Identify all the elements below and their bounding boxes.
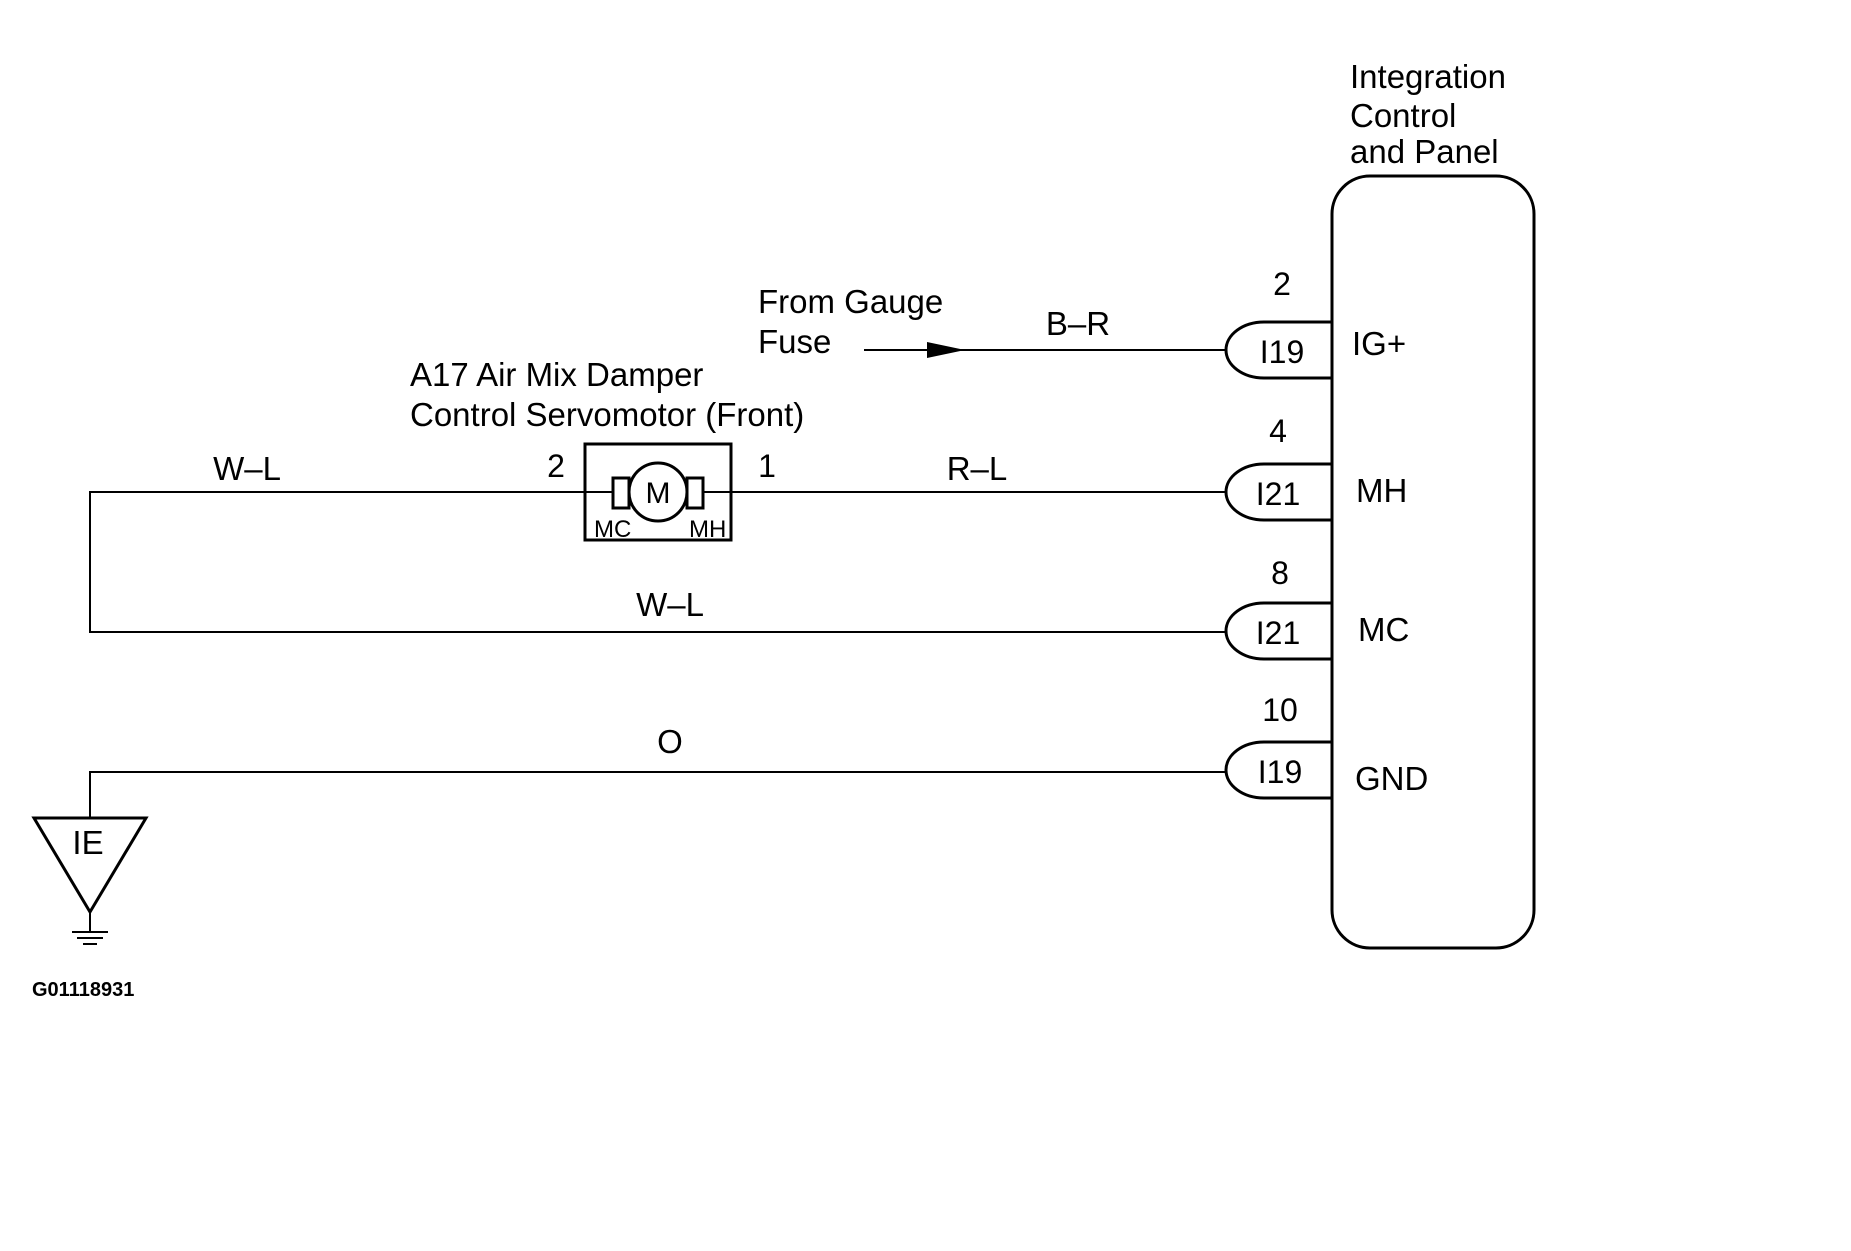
arrow-icon [927,342,965,358]
motor-icon: M [583,442,733,542]
motor-title-line-1: A17 Air Mix Damper [410,356,703,393]
terminal-name-gnd: GND [1355,760,1428,797]
wire-color-gnd: O [657,723,683,760]
motor-symbol: M [646,477,671,510]
pin-number-mc: 8 [1271,555,1289,591]
motor-armature [627,461,689,523]
motor-terminal-label-mc: MC [594,516,631,543]
pin-number-mh: 4 [1269,413,1287,449]
motor-terminal-label-mh: MH [689,516,726,543]
module-title-line-2: Control [1350,97,1456,134]
figure-code: G01118931 [32,979,134,1001]
wire-color-mh: R–L [947,450,1008,487]
module-title-line-3: and Panel [1350,133,1499,170]
wire-color-mc: W–L [636,586,704,623]
pin-number-gnd: 10 [1262,692,1298,728]
motor-brush-right [685,476,705,510]
wire-color-motor-left: W–L [213,450,281,487]
motor-pin-right: 1 [758,448,776,484]
pin-number-ig: 2 [1273,266,1291,302]
motor-title-line-2: Control Servomotor (Front) [410,396,804,433]
module-box [1330,174,1536,950]
connector-id-mh: I21 [1256,476,1300,512]
terminal-name-ig: IG+ [1352,325,1406,362]
wire-motor-mc [89,491,1226,633]
source-label-line-1: From Gauge [758,283,943,320]
connector-id-mc: I21 [1256,615,1300,651]
ground-icon [31,816,149,945]
terminal-name-mc: MC [1358,611,1409,648]
connector-id-gnd: I19 [1258,754,1302,790]
source-label-line-2: Fuse [758,323,831,360]
motor-brush-left [611,476,631,510]
wire-color-ig: B–R [1046,305,1110,342]
wiring-diagram: Integration Control and Panel 2 I19 IG+ … [31,58,1536,1001]
ground-label: IE [72,824,103,861]
module-title-line-1: Integration [1350,58,1506,95]
terminal-name-mh: MH [1356,472,1407,509]
connector-gnd [1224,740,1332,800]
wire-gnd [89,771,1226,818]
motor-pin-left: 2 [547,448,565,484]
connector-id-ig: I19 [1260,334,1304,370]
